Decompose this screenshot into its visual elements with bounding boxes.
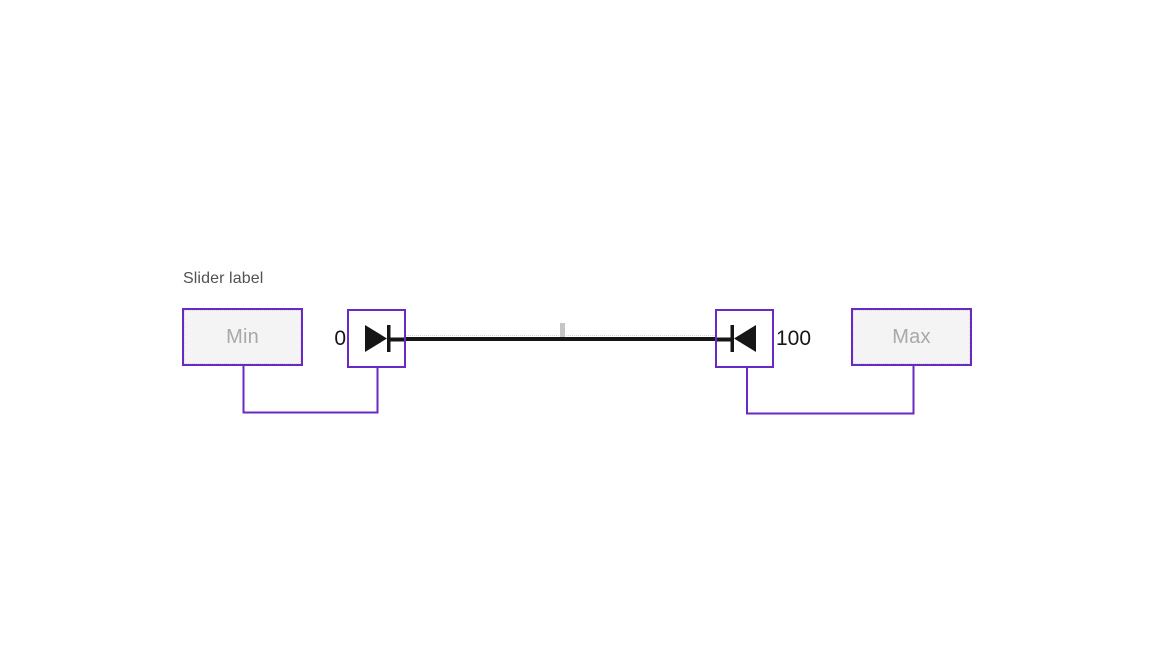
min-input-placeholder: Min: [184, 310, 301, 364]
skip-backward-icon: [717, 325, 756, 352]
slider-min-handle[interactable]: [347, 309, 406, 368]
triangle-right-glyph: [365, 325, 387, 352]
triangle-left-glyph: [734, 325, 756, 352]
max-input-placeholder: Max: [853, 310, 970, 364]
handle-bar-glyph: [730, 325, 734, 352]
skip-forward-icon: [365, 325, 404, 352]
track-stub: [717, 337, 734, 342]
max-input[interactable]: Max: [851, 308, 972, 366]
slider-max-handle[interactable]: [715, 309, 774, 368]
min-connector-line: [242, 365, 379, 414]
max-range-label: 100: [776, 326, 812, 350]
slider-track[interactable]: [406, 337, 715, 341]
track-midpoint-tick: [560, 323, 565, 337]
min-range-label: 0: [334, 326, 346, 350]
slider-label: Slider label: [183, 270, 264, 287]
max-connector-line: [746, 365, 915, 415]
min-input[interactable]: Min: [182, 308, 303, 366]
track-stub: [387, 337, 404, 342]
